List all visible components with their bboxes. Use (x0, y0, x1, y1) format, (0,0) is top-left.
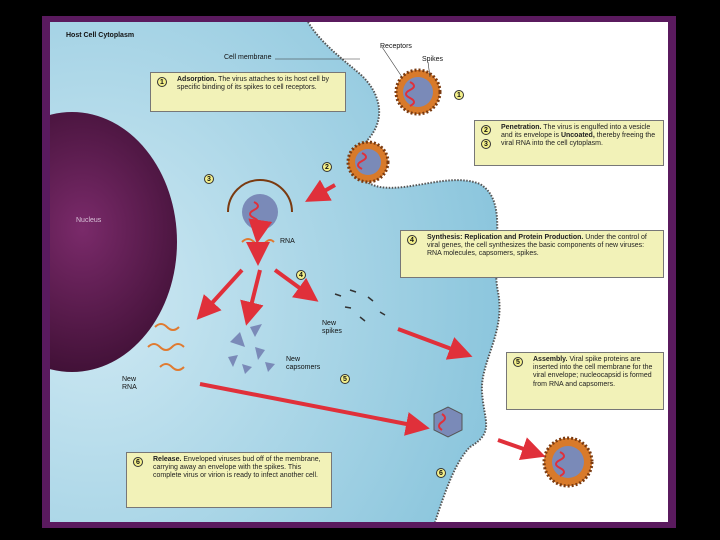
step-3-text: thereby freeing the viral RNA into the c… (501, 132, 656, 148)
step-4-title: Synthesis: Replication and Protein Produ… (427, 234, 584, 241)
step-5-box: 5 Assembly. Viral spike proteins are ins… (506, 352, 664, 410)
step-2-number: 2 (481, 125, 491, 135)
viral-replication-diagram (50, 22, 594, 522)
step-marker-1: 1 (454, 90, 464, 100)
step-1-title: Adsorption. (177, 76, 217, 83)
virus-adsorption (394, 68, 442, 116)
new-capsomers-label-line2: capsomers (286, 364, 321, 371)
step-6-title: Release. (153, 456, 182, 463)
new-rna-label-line2: RNA (122, 384, 137, 391)
step-marker-6: 6 (436, 468, 446, 478)
step-1-text: The virus attaches to its host cell by s… (177, 76, 329, 92)
virus-released (542, 436, 594, 488)
step-6-number: 6 (133, 457, 143, 467)
step-4-number: 4 (407, 235, 417, 245)
step-2-3-box: 2 3 Penetration. The virus is engulfed i… (474, 120, 664, 166)
cell-membrane-label: Cell membrane (224, 54, 272, 61)
spikes-label: Spikes (422, 56, 444, 63)
new-rna-label-line1: New (122, 376, 137, 383)
new-spikes (334, 289, 386, 322)
virus-assembly (433, 406, 463, 438)
step-marker-4: 4 (296, 270, 306, 280)
step-6-text: Enveloped viruses bud off of the membran… (153, 456, 321, 480)
step-5-text: Viral spike proteins are inserted into t… (533, 356, 653, 388)
process-arrows (196, 179, 546, 461)
new-spikes-label-line1: New (322, 320, 337, 327)
step-marker-3: 3 (204, 174, 214, 184)
step-1-number: 1 (157, 77, 167, 87)
rna-label: RNA (280, 238, 295, 245)
step-1-box: 1 Adsorption. The virus attaches to its … (150, 72, 346, 112)
new-capsomers-label-line1: New (286, 356, 301, 363)
new-rna-strands (147, 323, 185, 371)
step-5-number: 5 (513, 357, 523, 367)
step-marker-2: 2 (322, 162, 332, 172)
step-3-number: 3 (481, 139, 491, 149)
step-2-title: Penetration. (501, 124, 542, 131)
step-3-title: Uncoated, (560, 132, 595, 140)
step-4-text: Under the control of viral genes, the ce… (427, 234, 647, 258)
nucleus (50, 112, 177, 372)
step-5-title: Assembly. (533, 356, 568, 363)
step-marker-5: 5 (340, 374, 350, 384)
new-spikes-label-line2: spikes (322, 328, 342, 335)
virus-penetration (346, 140, 390, 184)
leader-lines (275, 46, 431, 78)
diagram-panel: Host Cell Cytoplasm Cell membrane Recept… (50, 22, 668, 522)
host-cell-cytoplasm-label: Host Cell Cytoplasm (66, 32, 135, 39)
step-2-text: The virus is engulfed into a vesicle and… (501, 124, 651, 140)
nucleus-label: Nucleus (76, 217, 102, 224)
cell-membrane (307, 22, 501, 522)
step-6-box: 6 Release. Enveloped viruses bud off of … (126, 452, 332, 508)
step-4-box: 4 Synthesis: Replication and Protein Pro… (400, 230, 664, 278)
new-capsomers (228, 324, 275, 374)
receptors-label: Receptors (380, 43, 412, 50)
